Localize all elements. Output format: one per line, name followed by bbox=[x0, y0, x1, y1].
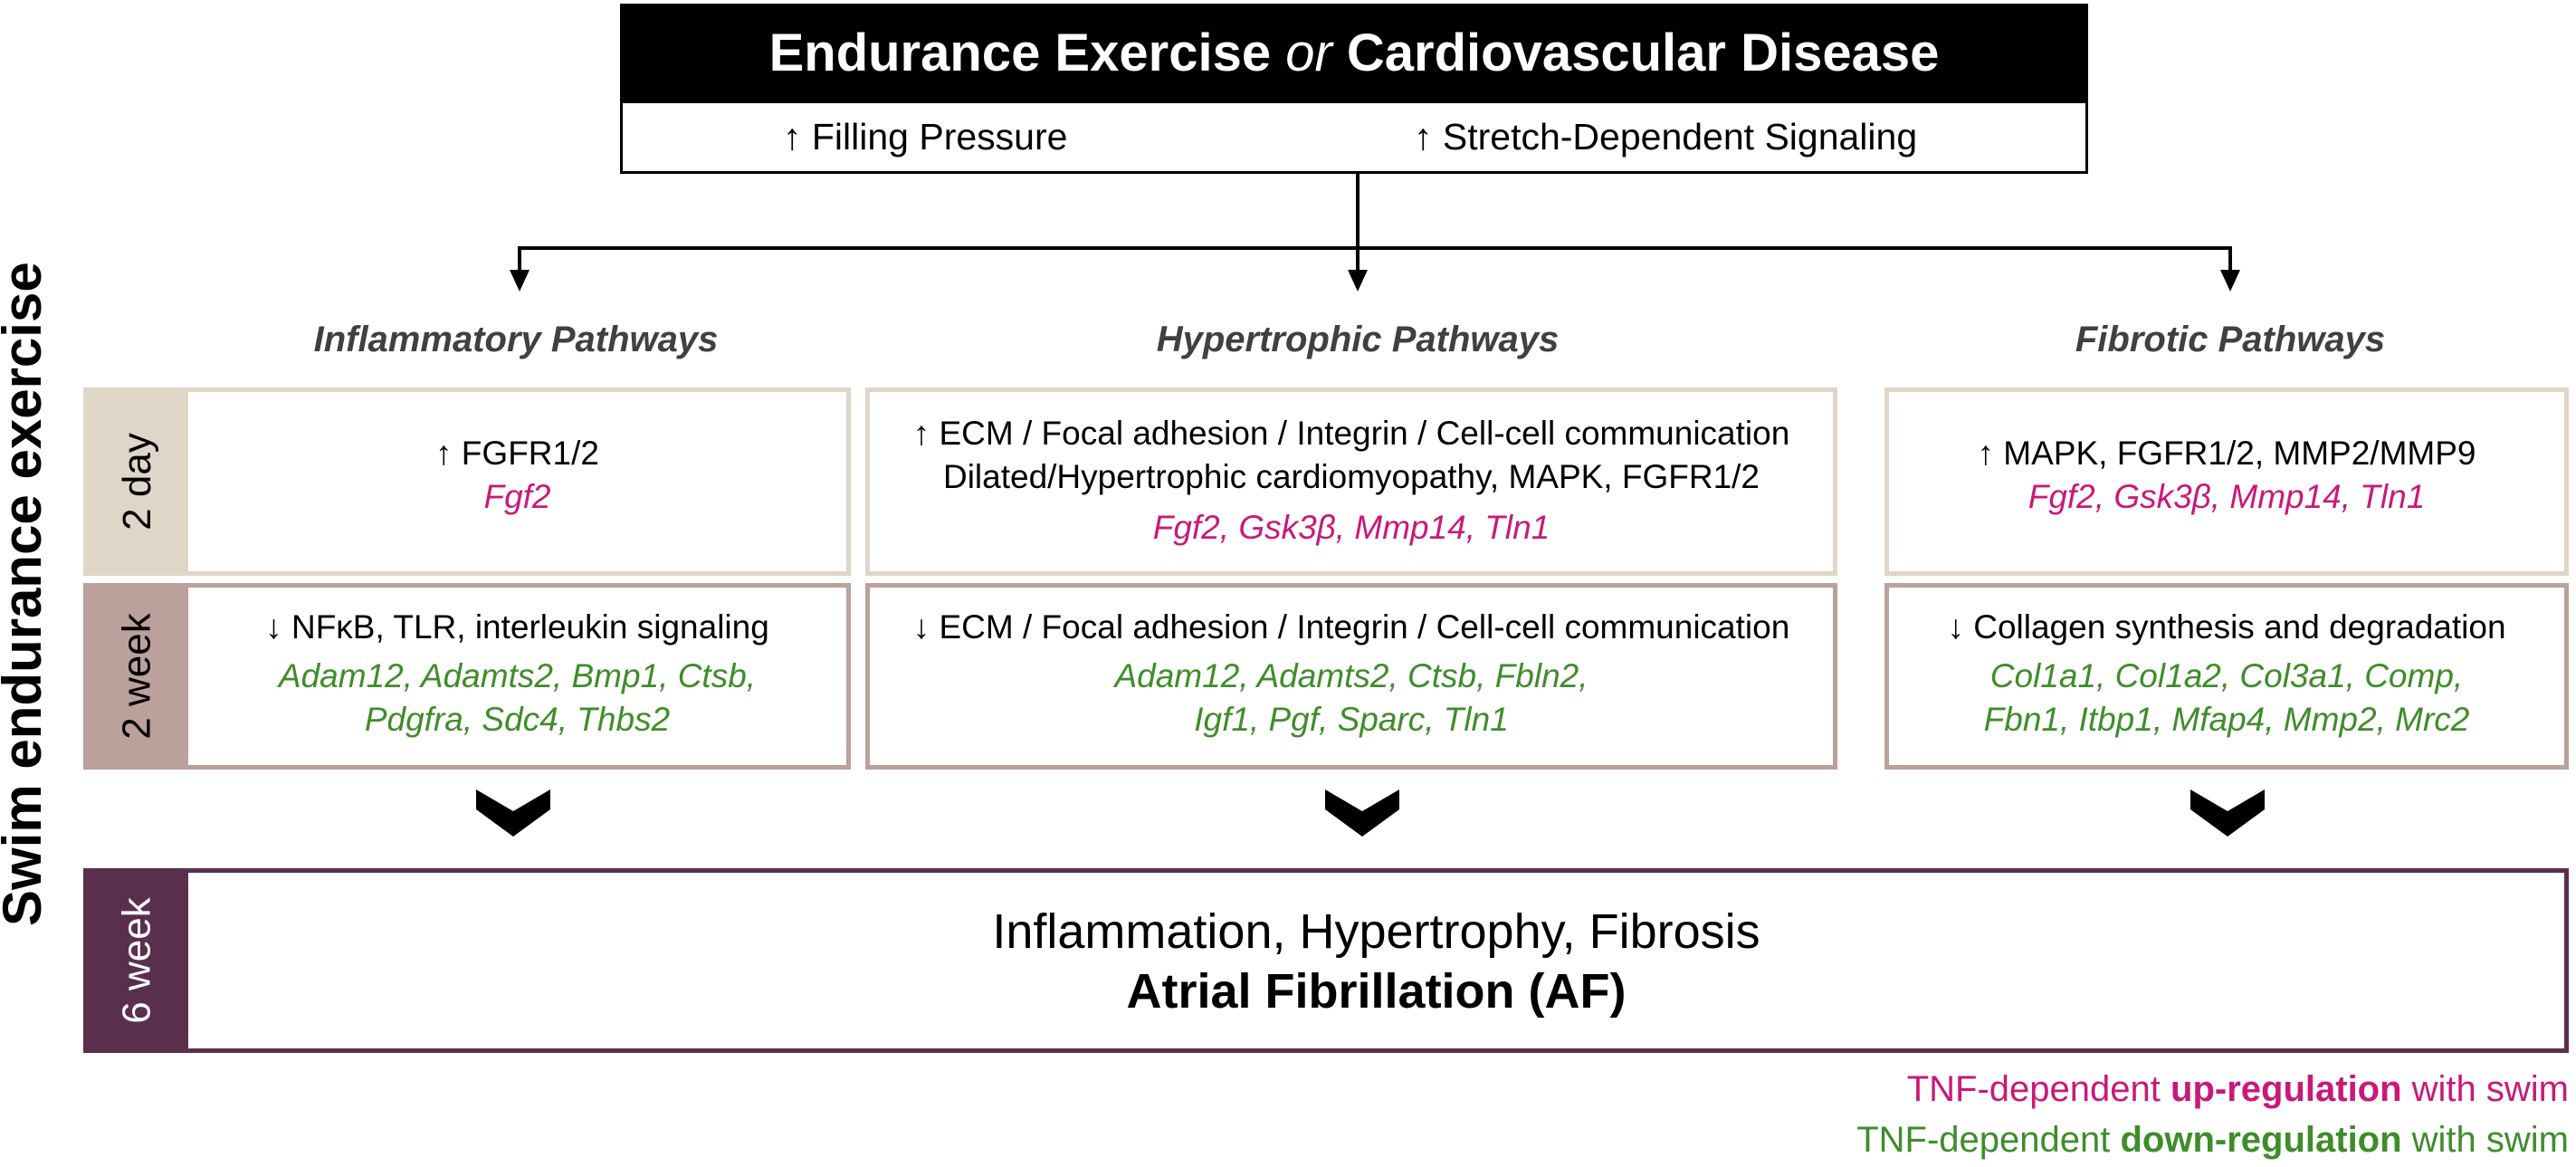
row-tab-2-week: 2 week bbox=[83, 583, 192, 770]
week2-fibrotic-text: ↓ Collagen synthesis and degradation bbox=[1947, 608, 2506, 646]
week6-outcome-cell: Inflammation, Hypertrophy, Fibrosis Atri… bbox=[188, 868, 2569, 1053]
filling-pressure-label: ↑ Filling Pressure bbox=[783, 116, 1068, 158]
day2-fibrotic-genes: Fgf2, Gsk3β, Mmp14, Tln1 bbox=[2027, 478, 2426, 515]
week2-fibrotic-genes-2: Fbn1, Itbp1, Mfap4, Mmp2, Mrc2 bbox=[1983, 701, 2470, 738]
row-label-2-day: 2 day bbox=[114, 433, 159, 531]
day2-hypertrophic-cell: ↑ ECM / Focal adhesion / Integrin / Cell… bbox=[865, 387, 1837, 576]
week2-hypertrophic-text: ↓ ECM / Focal adhesion / Integrin / Cell… bbox=[912, 608, 1790, 646]
day2-fibrotic-text: ↑ MAPK, FGFR1/2, MMP2/MMP9 bbox=[1977, 435, 2476, 472]
inflammatory-pathways-title: Inflammatory Pathways bbox=[313, 320, 719, 359]
day2-inflammatory-text: ↑ FGFR1/2 bbox=[435, 435, 599, 472]
week2-hypertrophic-genes-1: Adam12, Adamts2, Ctsb, Fbln2, bbox=[1114, 657, 1589, 694]
chevron-down-icon bbox=[2190, 789, 2265, 837]
week2-fibrotic-cell: ↓ Collagen synthesis and degradation Col… bbox=[1884, 583, 2569, 770]
row-label-2-week: 2 week bbox=[115, 613, 160, 740]
swim-endurance-exercise-label: Swim endurance exercise bbox=[0, 262, 52, 926]
hypertrophic-pathways-title: Hypertrophic Pathways bbox=[1156, 320, 1560, 359]
week2-hypertrophic-genes-2: Igf1, Pgf, Sparc, Tln1 bbox=[1194, 701, 1509, 738]
fibrotic-pathways-title: Fibrotic Pathways bbox=[2075, 320, 2386, 359]
row-label-6-week: 6 week bbox=[115, 897, 160, 1024]
day2-hypertrophic-text1: ↑ ECM / Focal adhesion / Integrin / Cell… bbox=[912, 415, 1790, 452]
row-tab-2-day: 2 day bbox=[83, 387, 192, 576]
chevron-down-icon bbox=[476, 789, 550, 837]
week2-fibrotic-genes-1: Col1a1, Col1a2, Col3a1, Comp, bbox=[1989, 657, 2464, 694]
week6-outcome-line2: Atrial Fibrillation (AF) bbox=[1126, 964, 1627, 1019]
week2-inflammatory-genes-1: Adam12, Adamts2, Bmp1, Ctsb, bbox=[278, 657, 757, 694]
week2-hypertrophic-cell: ↓ ECM / Focal adhesion / Integrin / Cell… bbox=[865, 583, 1837, 770]
day2-hypertrophic-text2: Dilated/Hypertrophic cardiomyopathy, MAP… bbox=[942, 458, 1760, 495]
week2-inflammatory-cell: ↓ NFκB, TLR, interleukin signaling Adam1… bbox=[188, 583, 851, 770]
day2-inflammatory-cell: ↑ FGFR1/2 Fgf2 bbox=[188, 387, 851, 576]
day2-fibrotic-cell: ↑ MAPK, FGFR1/2, MMP2/MMP9 Fgf2, Gsk3β, … bbox=[1884, 387, 2569, 576]
stretch-signaling-label: ↑ Stretch-Dependent Signaling bbox=[1414, 116, 1918, 158]
main-title: Endurance Exercise or Cardiovascular Dis… bbox=[620, 4, 2088, 103]
week6-outcome-line1: Inflammation, Hypertrophy, Fibrosis bbox=[992, 904, 1760, 959]
legend-up-regulation: TNF-dependent up-regulation with swim bbox=[1906, 1069, 2569, 1109]
chevron-down-icon bbox=[1325, 789, 1399, 837]
legend-down-regulation: TNF-dependent down-regulation with swim bbox=[1856, 1120, 2569, 1160]
week2-inflammatory-text: ↓ NFκB, TLR, interleukin signaling bbox=[265, 608, 769, 646]
day2-inflammatory-genes: Fgf2 bbox=[483, 478, 551, 515]
branch-arrows bbox=[510, 174, 2240, 292]
row-tab-6-week: 6 week bbox=[83, 868, 192, 1053]
week2-inflammatory-genes-2: Pdgfra, Sdc4, Thbs2 bbox=[364, 701, 671, 738]
day2-hypertrophic-genes: Fgf2, Gsk3β, Mmp14, Tln1 bbox=[1152, 509, 1550, 546]
